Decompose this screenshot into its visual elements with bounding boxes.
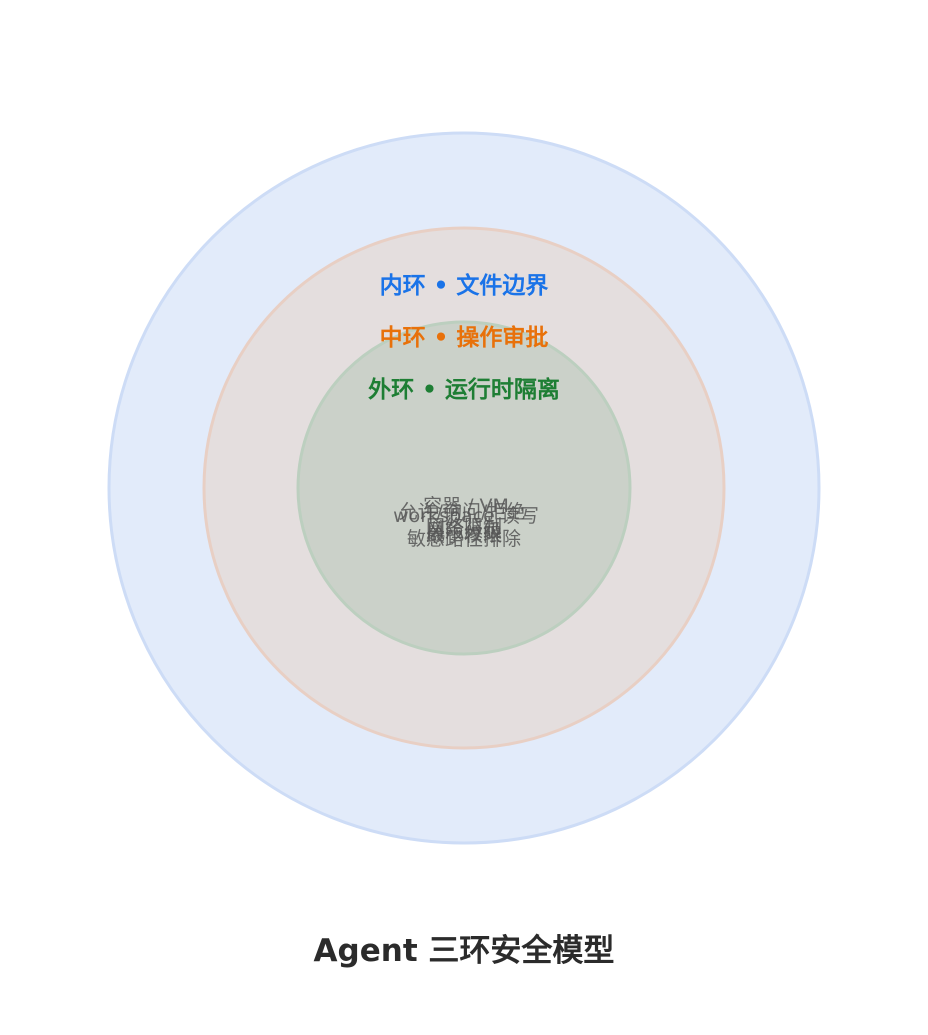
inner-ring bbox=[296, 320, 632, 656]
detail-network-limit: 网络限制 bbox=[426, 516, 502, 538]
detail-container-vm: 容器 / VM bbox=[423, 495, 509, 517]
detail-workspace-rw: workspace 读写 bbox=[393, 505, 539, 527]
middle-ring-label: 中环 • 操作审批 bbox=[380, 324, 549, 351]
detail-allow-ask-deny: 允许/询问/拒绝 bbox=[399, 501, 526, 523]
outer-ring-label: 外环 • 运行时隔离 bbox=[368, 376, 560, 403]
detail-risk-grading: 风险分级 bbox=[426, 520, 502, 542]
detail-sensitive-path-exclusion: 敏感路径排除 bbox=[407, 528, 521, 550]
inner-ring-label: 内环 • 文件边界 bbox=[380, 272, 549, 299]
diagram-title: Agent 三环安全模型 bbox=[314, 933, 615, 969]
overlapping-detail-texts: 容器 / VM 允许/询问/拒绝 workspace 读写 网络限制 风险分级 … bbox=[393, 495, 539, 550]
detail-least-privilege: 最小权限 bbox=[426, 524, 502, 546]
